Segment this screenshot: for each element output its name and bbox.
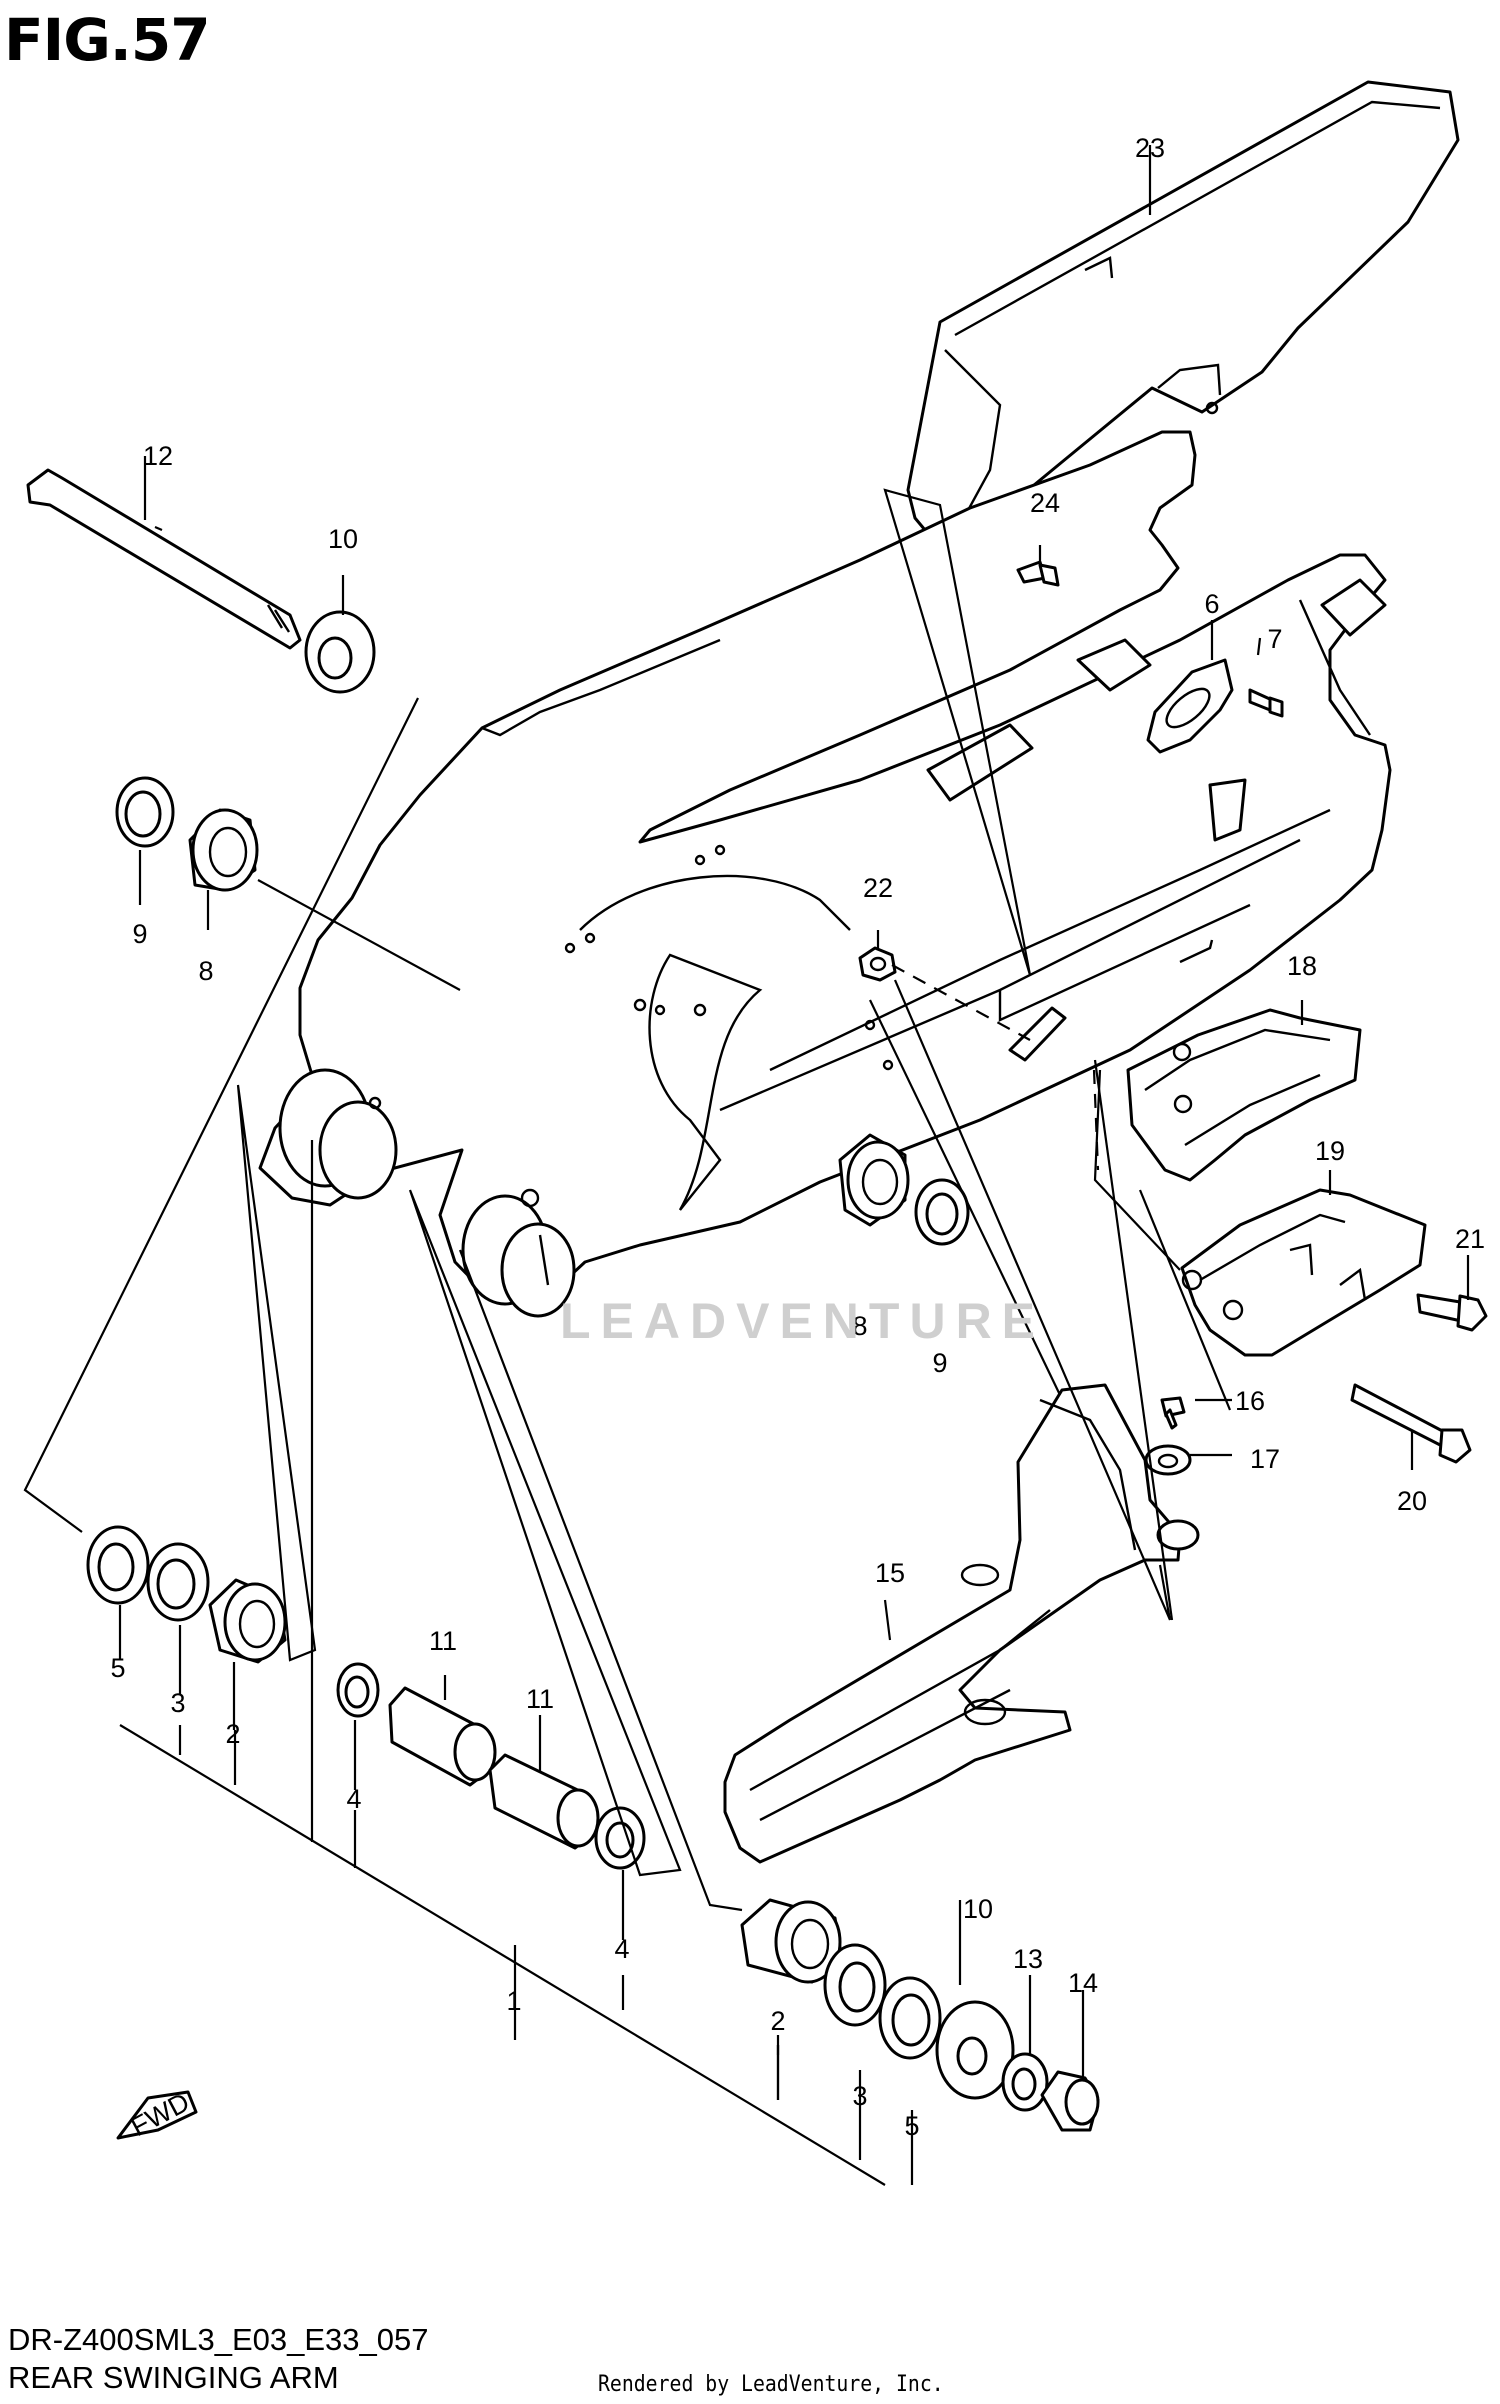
callout-2: 2 [225, 1719, 240, 1749]
callout-24: 24 [1030, 488, 1060, 518]
part-bolt-20 [1350, 1383, 1472, 1464]
callout-4: 4 [614, 1934, 629, 1964]
callout-9: 9 [932, 1348, 947, 1378]
part-chain-guide-15 [723, 1383, 1200, 1864]
callout-15: 15 [875, 1558, 905, 1588]
callout-12: 12 [143, 441, 173, 471]
part-washer-17 [1144, 1444, 1192, 1476]
callout-11: 11 [526, 1684, 554, 1714]
callout-3: 3 [170, 1688, 185, 1718]
callout-5: 5 [904, 2111, 919, 2141]
callout-10: 10 [963, 1894, 993, 1924]
part-bolt-7 [1248, 688, 1284, 718]
callout-10: 10 [328, 524, 358, 554]
callout-7: 7 [1267, 624, 1282, 654]
part-chain-guide-19 [1180, 1188, 1427, 1357]
model-code: DR-Z400SML3_E03_E33_057 [8, 2322, 429, 2357]
callout-13: 13 [1013, 1944, 1043, 1974]
callout-9: 9 [132, 919, 147, 949]
part-bearing-8-mid [838, 1133, 910, 1227]
callout-21: 21 [1455, 1224, 1485, 1254]
callout-22: 22 [863, 873, 893, 903]
callout-6: 6 [1204, 589, 1219, 619]
callout-19: 19 [1315, 1136, 1345, 1166]
callout-2: 2 [770, 2006, 785, 2036]
part-washer-10-top-hole [317, 636, 353, 680]
part-pivot-bolt [26, 468, 302, 650]
part-slider-pad [1008, 1006, 1067, 1062]
callout-11: 11 [429, 1626, 457, 1656]
callout-8: 8 [198, 956, 213, 986]
callout-17: 17 [1250, 1444, 1280, 1474]
figure-title: FIG.57 [4, 6, 211, 74]
callout-18: 18 [1287, 951, 1317, 981]
part-bearing-2-right [740, 1898, 844, 1984]
diagram-name: REAR SWINGING ARM [8, 2360, 339, 2395]
part-bearing-8-top [188, 808, 259, 892]
part-bearing-2-left [208, 1578, 287, 1664]
callout-3: 3 [852, 2081, 867, 2111]
callout-8: 8 [852, 1311, 867, 1341]
callout-4: 4 [346, 1784, 361, 1814]
part-screw-16 [1160, 1396, 1186, 1430]
callout-1: 1 [506, 1986, 521, 2016]
callout-16: 16 [1235, 1386, 1265, 1416]
fwd-arrow: FWD [116, 2087, 198, 2142]
callout-23: 23 [1135, 133, 1165, 163]
part-chain-guide-18 [1126, 1008, 1362, 1182]
callout-14: 14 [1068, 1968, 1098, 1998]
part-bolt-21 [1416, 1293, 1488, 1332]
part-nut-22 [858, 946, 897, 982]
watermark: LEADVENTURE [560, 1293, 1046, 1349]
callout-5: 5 [110, 1653, 125, 1683]
callout-20: 20 [1397, 1486, 1427, 1516]
part-spacer-11-b [488, 1753, 600, 1850]
part-swing-arm [258, 430, 1392, 1318]
render-credit: Rendered by LeadVenture, Inc. [598, 2372, 944, 2397]
part-chain-adjuster-6 [1146, 658, 1234, 754]
part-screw-24 [1016, 560, 1060, 587]
leader-lines [23, 145, 1470, 2186]
callout-numbers: 1 2 2 3 3 4 4 5 5 6 7 8 8 9 9 10 10 11 1… [110, 133, 1485, 2141]
part-nut-14 [1040, 2070, 1100, 2132]
part-spacer-11-a [388, 1686, 497, 1787]
